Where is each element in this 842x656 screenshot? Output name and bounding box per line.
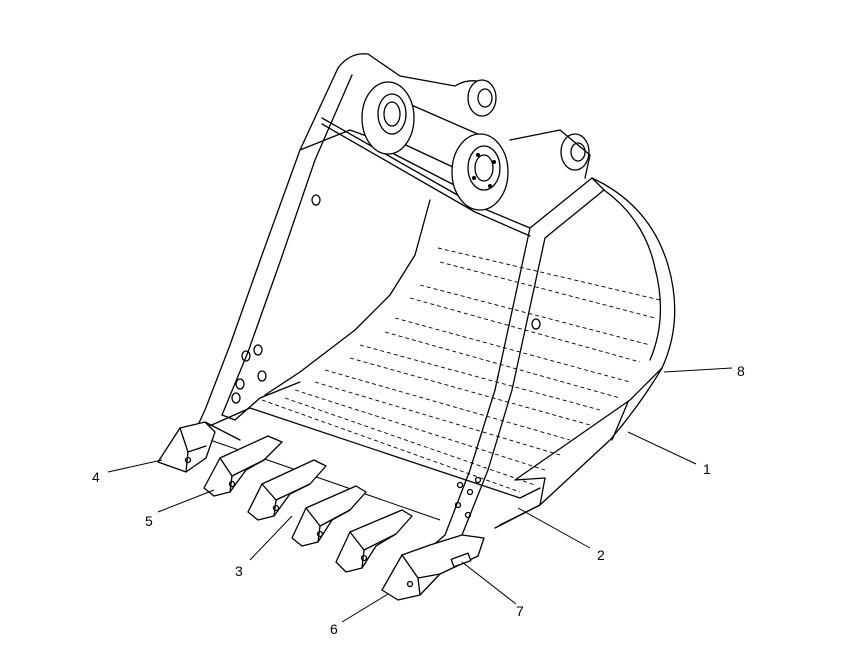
right-side-plate xyxy=(429,177,605,549)
tooth-corner-left xyxy=(157,421,241,473)
leader-lines xyxy=(107,367,733,623)
callout-1: 1 xyxy=(703,461,711,477)
callout-3: 3 xyxy=(235,563,243,579)
retainer-pin xyxy=(450,552,472,568)
leader-3 xyxy=(249,515,293,561)
callout-5: 5 xyxy=(145,513,153,529)
leader-2 xyxy=(517,507,591,549)
bolt-hole xyxy=(253,344,263,356)
tooth-middle xyxy=(291,485,367,547)
bolt-hole xyxy=(235,378,245,390)
leader-8 xyxy=(663,367,733,373)
tooth-3 xyxy=(247,459,327,521)
tooth-right xyxy=(335,509,413,573)
callout-2: 2 xyxy=(597,547,605,563)
callout-4: 4 xyxy=(92,469,100,485)
bolt-hole xyxy=(241,350,251,362)
tooth-corner-right xyxy=(381,534,485,601)
ear-left xyxy=(467,79,497,117)
leader-5 xyxy=(157,489,215,513)
callout-6: 6 xyxy=(330,621,338,637)
leader-4 xyxy=(107,459,163,473)
bolt-hole xyxy=(257,370,267,382)
bucket-teeth xyxy=(157,421,485,601)
hidden-wear-strips xyxy=(261,247,661,493)
pin-boss-right xyxy=(451,133,509,211)
bucket-shell xyxy=(494,177,676,529)
top-bosses xyxy=(321,79,591,237)
pin-boss-left xyxy=(361,81,415,155)
leader-7 xyxy=(461,561,517,605)
ear-right xyxy=(560,133,590,171)
leader-6 xyxy=(341,593,389,623)
pin-hole xyxy=(531,318,541,330)
bolt-hole xyxy=(231,392,241,404)
leader-1 xyxy=(627,431,697,465)
pin-hole xyxy=(311,194,321,206)
callout-8: 8 xyxy=(737,363,745,379)
callout-labels: 1 2 3 4 5 6 7 8 xyxy=(92,363,745,637)
callout-7: 7 xyxy=(516,603,524,619)
tooth-5 xyxy=(203,435,283,497)
